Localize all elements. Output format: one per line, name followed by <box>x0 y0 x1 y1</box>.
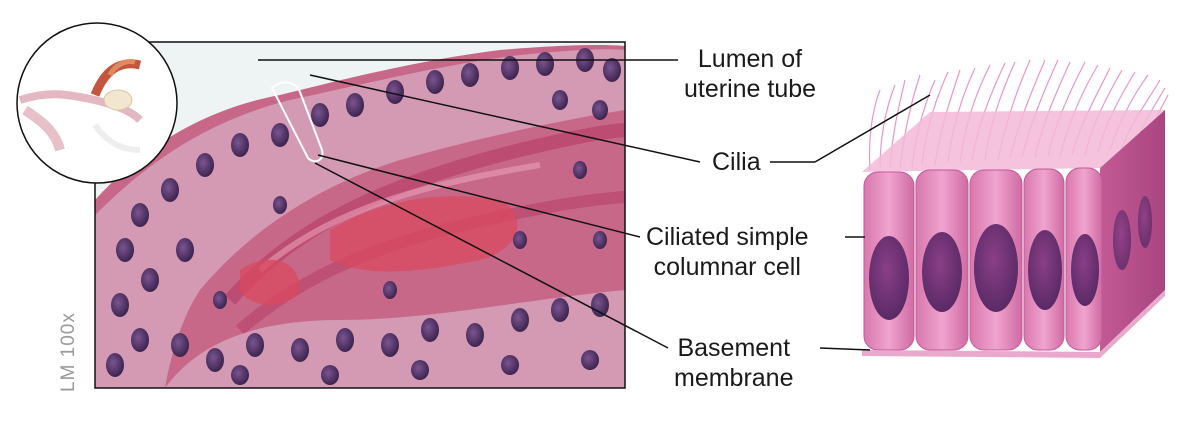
label-ciliated-line1: Ciliated simple <box>646 223 809 251</box>
micrograph-frame <box>94 41 626 389</box>
label-basement: Basement membrane <box>674 333 794 393</box>
label-lumen-line1: Lumen of <box>697 45 803 73</box>
micrograph <box>95 42 625 388</box>
inset-uterine-tube <box>16 22 178 184</box>
label-lumen-line2: uterine tube <box>684 75 817 103</box>
label-cilia-text: Cilia <box>712 148 761 176</box>
label-basement-line1: Basement <box>677 334 791 362</box>
label-cilia: Cilia <box>712 147 761 177</box>
leader-lines <box>258 59 931 351</box>
label-ciliated-line2: columnar cell <box>653 253 801 281</box>
epithelium-illustration <box>862 59 1169 358</box>
magnification-label: LM 100x <box>58 312 79 392</box>
label-ciliated-cell: Ciliated simple columnar cell <box>646 222 809 282</box>
label-basement-line2: membrane <box>674 364 794 392</box>
label-lumen: Lumen of uterine tube <box>684 44 816 104</box>
